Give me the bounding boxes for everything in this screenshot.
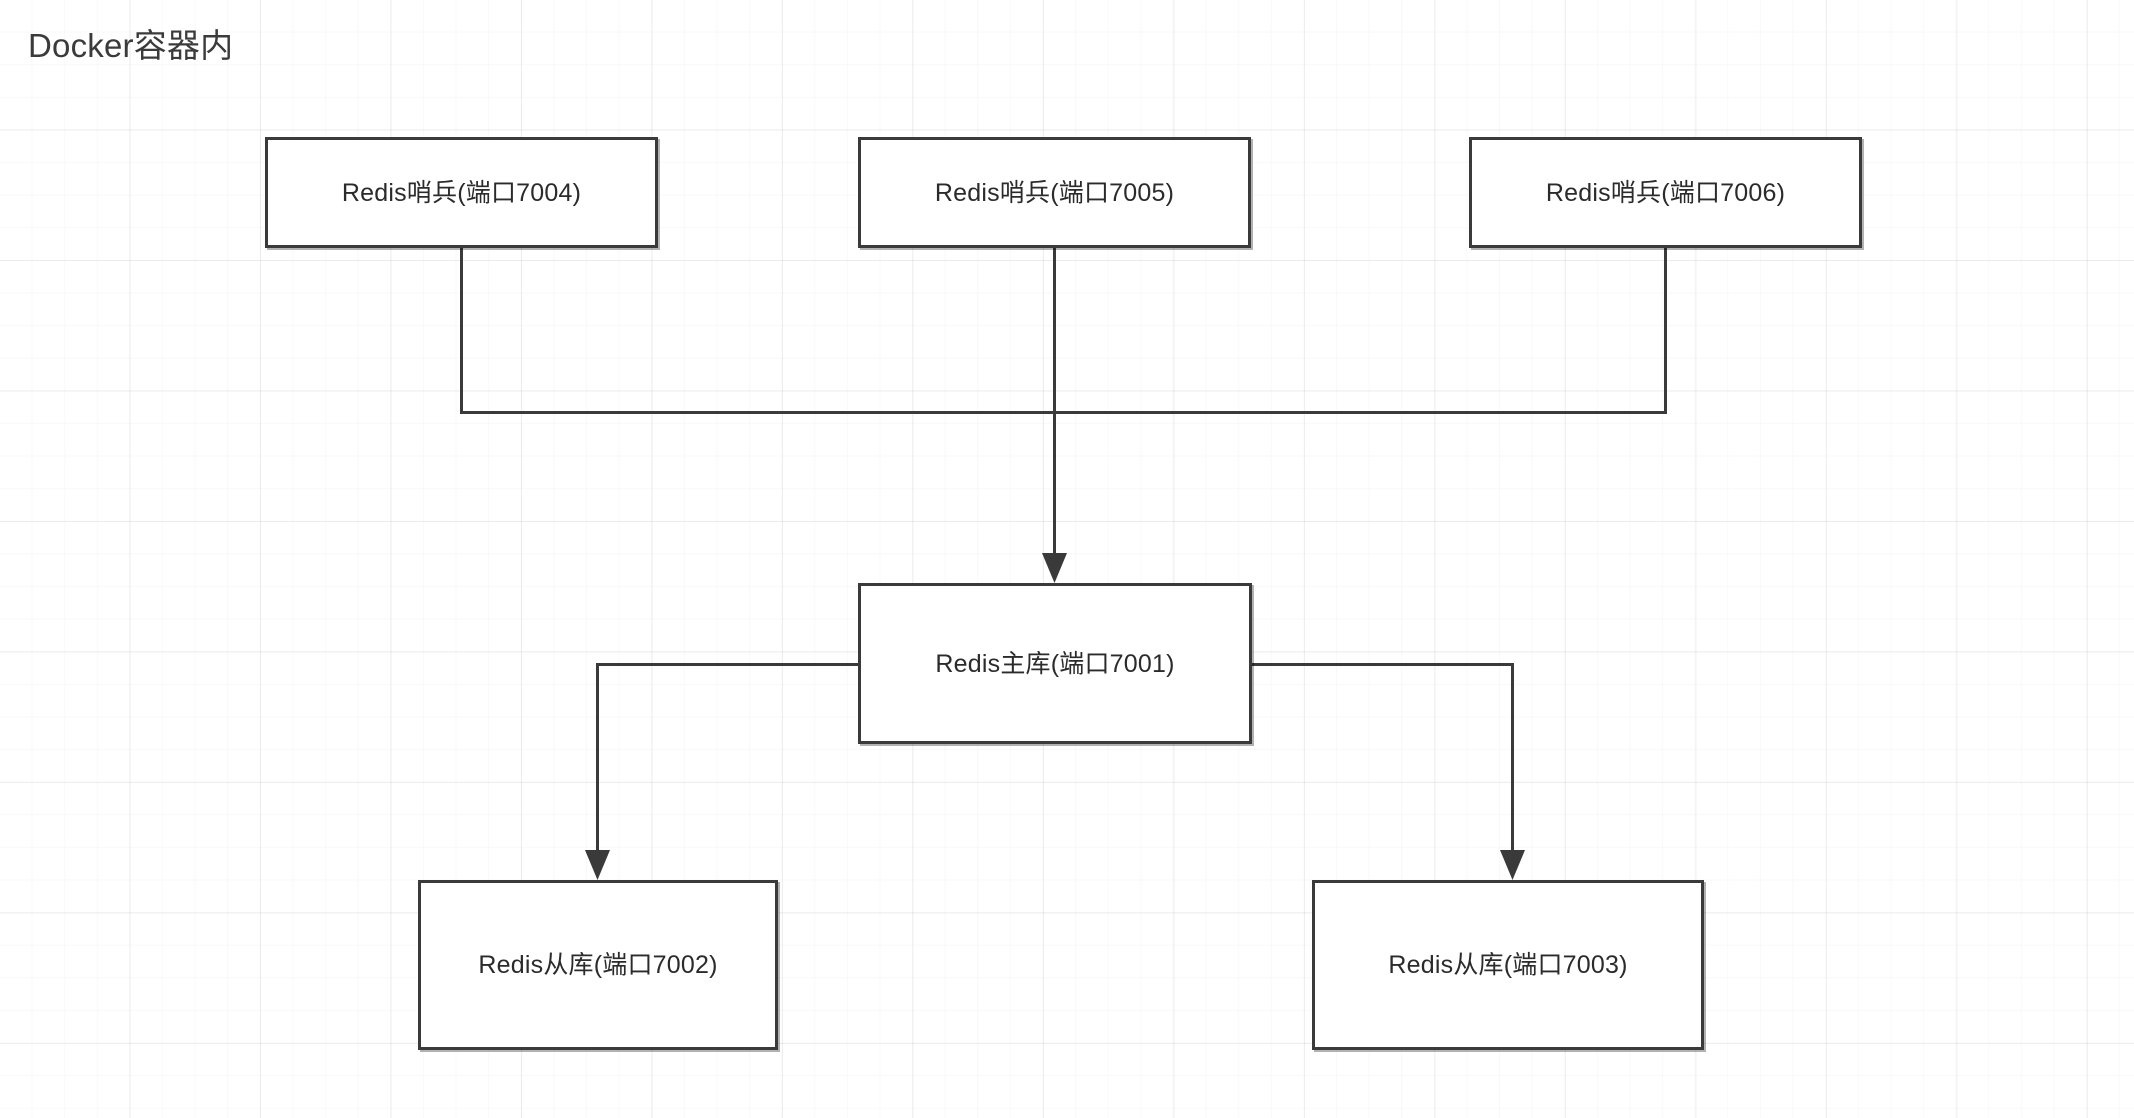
edge-master-to-slave7002 [596, 663, 858, 865]
arrowhead-to-slave7002 [585, 850, 610, 880]
arrowhead-to-master [1042, 553, 1067, 583]
node-label: Redis主库(端口7001) [935, 649, 1175, 678]
node-sentinel-7005[interactable]: Redis哨兵(端口7005) [858, 137, 1251, 248]
edge-sentinel7004-to-bus [460, 248, 1055, 414]
node-sentinel-7006[interactable]: Redis哨兵(端口7006) [1469, 137, 1862, 248]
node-label: Redis哨兵(端口7004) [341, 178, 582, 207]
node-slave-7003[interactable]: Redis从库(端口7003) [1312, 880, 1704, 1050]
edge-master-to-slave7003 [1252, 663, 1514, 865]
node-label: Redis从库(端口7002) [478, 951, 718, 979]
arrowhead-to-slave7003 [1500, 850, 1525, 880]
diagram-title: Docker容器内 [28, 27, 234, 64]
node-label: Redis哨兵(端口7006) [1545, 178, 1786, 207]
node-sentinel-7004[interactable]: Redis哨兵(端口7004) [265, 137, 658, 248]
node-slave-7002[interactable]: Redis从库(端口7002) [418, 880, 778, 1050]
edge-sentinel7006-to-bus [1055, 248, 1667, 414]
node-label: Redis从库(端口7003) [1388, 951, 1628, 979]
node-master-7001[interactable]: Redis主库(端口7001) [858, 583, 1252, 744]
node-label: Redis哨兵(端口7005) [934, 178, 1175, 207]
